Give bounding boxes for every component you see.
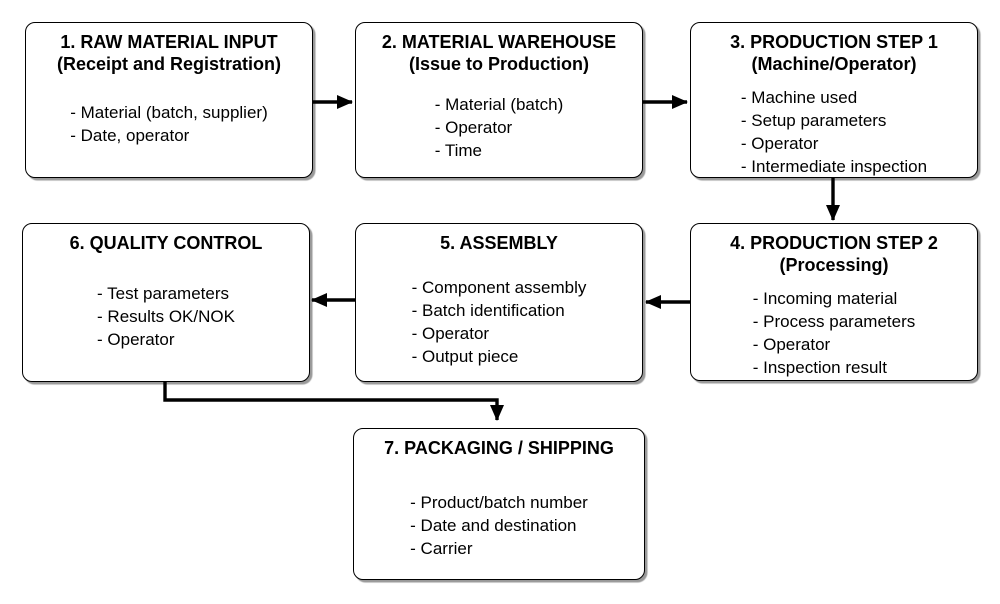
list-item: - Inspection result — [752, 358, 887, 377]
list-item: - Component assembly — [411, 278, 587, 297]
box-title: 2. MATERIAL WAREHOUSE (Issue to Producti… — [356, 31, 642, 75]
box-items: - Product/batch number - Date and destin… — [410, 491, 588, 560]
list-item: - Material (batch) — [434, 95, 564, 114]
box-title-line: 5. ASSEMBLY — [440, 233, 558, 253]
box-packaging-shipping: 7. PACKAGING / SHIPPING - Product/batch … — [353, 428, 645, 580]
list-item: - Operator — [752, 335, 831, 354]
box-title: 7. PACKAGING / SHIPPING — [354, 437, 644, 459]
list-item: - Material (batch, supplier) — [70, 103, 268, 122]
box-production-step-2: 4. PRODUCTION STEP 2 (Processing) - Inco… — [690, 223, 978, 381]
list-item: - Time — [434, 141, 482, 160]
list-item: - Date and destination — [410, 516, 577, 535]
box-items: - Incoming material - Process parameters… — [753, 287, 916, 379]
box-title: 1. RAW MATERIAL INPUT (Receipt and Regis… — [26, 31, 312, 75]
box-title-line: 4. PRODUCTION STEP 2 — [730, 233, 938, 253]
box-title-line: 3. PRODUCTION STEP 1 — [730, 32, 938, 52]
box-title: 4. PRODUCTION STEP 2 (Processing) — [691, 232, 977, 276]
box-items: - Material (batch) - Operator - Time — [435, 93, 563, 162]
list-item: - Product/batch number — [410, 493, 588, 512]
box-quality-control: 6. QUALITY CONTROL - Test parameters - R… — [22, 223, 310, 382]
box-items: - Component assembly - Batch identificat… — [412, 276, 587, 368]
list-item: - Results OK/NOK — [97, 307, 235, 326]
list-item: - Batch identification — [411, 301, 565, 320]
box-title: 5. ASSEMBLY — [356, 232, 642, 254]
box-title-line: (Machine/Operator) — [751, 54, 917, 74]
box-production-step-1: 3. PRODUCTION STEP 1 (Machine/Operator) … — [690, 22, 978, 178]
box-title-line: 6. QUALITY CONTROL — [69, 233, 263, 253]
box-items: - Test parameters - Results OK/NOK - Ope… — [97, 282, 235, 351]
list-item: - Setup parameters — [740, 111, 887, 130]
box-title-line: 1. RAW MATERIAL INPUT — [60, 32, 278, 52]
list-item: - Test parameters — [97, 284, 229, 303]
list-item: - Operator — [740, 134, 819, 153]
list-item: - Intermediate inspection — [740, 157, 928, 176]
box-title: 3. PRODUCTION STEP 1 (Machine/Operator) — [691, 31, 977, 75]
list-item: - Machine used — [740, 88, 858, 107]
list-item: - Incoming material — [752, 289, 898, 308]
box-items: - Machine used - Setup parameters - Oper… — [741, 86, 927, 178]
list-item: - Date, operator — [70, 126, 190, 145]
box-raw-material-input: 1. RAW MATERIAL INPUT (Receipt and Regis… — [25, 22, 313, 178]
list-item: - Operator — [97, 330, 175, 349]
list-item: - Operator — [434, 118, 513, 137]
list-item: - Operator — [411, 324, 490, 343]
box-material-warehouse: 2. MATERIAL WAREHOUSE (Issue to Producti… — [355, 22, 643, 178]
box-items: - Material (batch, supplier) - Date, ope… — [70, 101, 267, 147]
box-title-line: 2. MATERIAL WAREHOUSE — [381, 32, 617, 52]
box-title: 6. QUALITY CONTROL — [23, 232, 309, 254]
box-title-line: 7. PACKAGING / SHIPPING — [384, 438, 614, 458]
box-title-line: (Issue to Production) — [409, 54, 589, 74]
box-assembly: 5. ASSEMBLY - Component assembly - Batch… — [355, 223, 643, 382]
box-title-line: (Receipt and Registration) — [56, 54, 282, 74]
list-item: - Output piece — [411, 347, 519, 366]
arrow-step6-to-step7 — [163, 380, 504, 421]
box-title-line: (Processing) — [779, 255, 889, 275]
list-item: - Process parameters — [752, 312, 916, 331]
list-item: - Carrier — [410, 539, 473, 558]
